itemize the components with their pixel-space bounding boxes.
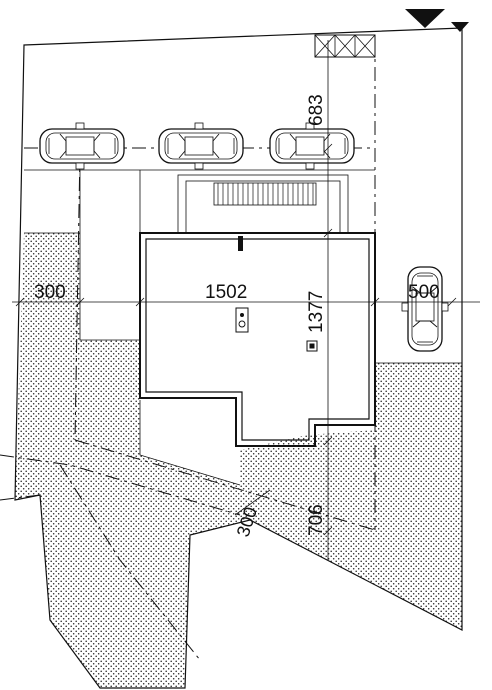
north-arrow-icon [405, 9, 445, 28]
dim-house-width: 1502 [205, 282, 247, 303]
dim-right-offset: 500 [408, 282, 440, 303]
north-arrow-small-icon [451, 22, 469, 32]
terrain-edge [24, 232, 462, 486]
setback-line-diagonal-2 [0, 494, 41, 501]
property-boundary [14, 27, 463, 689]
house-outline-inner [145, 238, 370, 441]
setback-line-bottom [74, 439, 376, 531]
gate-icon [314, 34, 376, 58]
stairs-icon [213, 182, 317, 206]
car-icon [401, 266, 449, 352]
dim-left-offset: 300 [34, 282, 66, 303]
house-outline-outer [139, 232, 376, 447]
setback-line-left [74, 149, 81, 441]
dim-house-depth: 1377 [306, 291, 327, 333]
setback-line-diagonal [0, 454, 241, 661]
meter-icon [238, 236, 243, 251]
driveway-left [80, 233, 140, 340]
outlet-icon [306, 340, 318, 352]
driveway-edge [24, 169, 375, 233]
car-icon [158, 122, 244, 170]
building-footprint-bg [140, 233, 375, 485]
car-icon [39, 122, 125, 170]
dim-bottom-offset: 706 [306, 504, 327, 536]
utility-box-icon [235, 307, 249, 333]
dimension-lines [12, 40, 480, 560]
terrain-hatch-left [15, 233, 462, 688]
dim-top-offset: 683 [306, 94, 327, 126]
car-icon [269, 122, 355, 170]
